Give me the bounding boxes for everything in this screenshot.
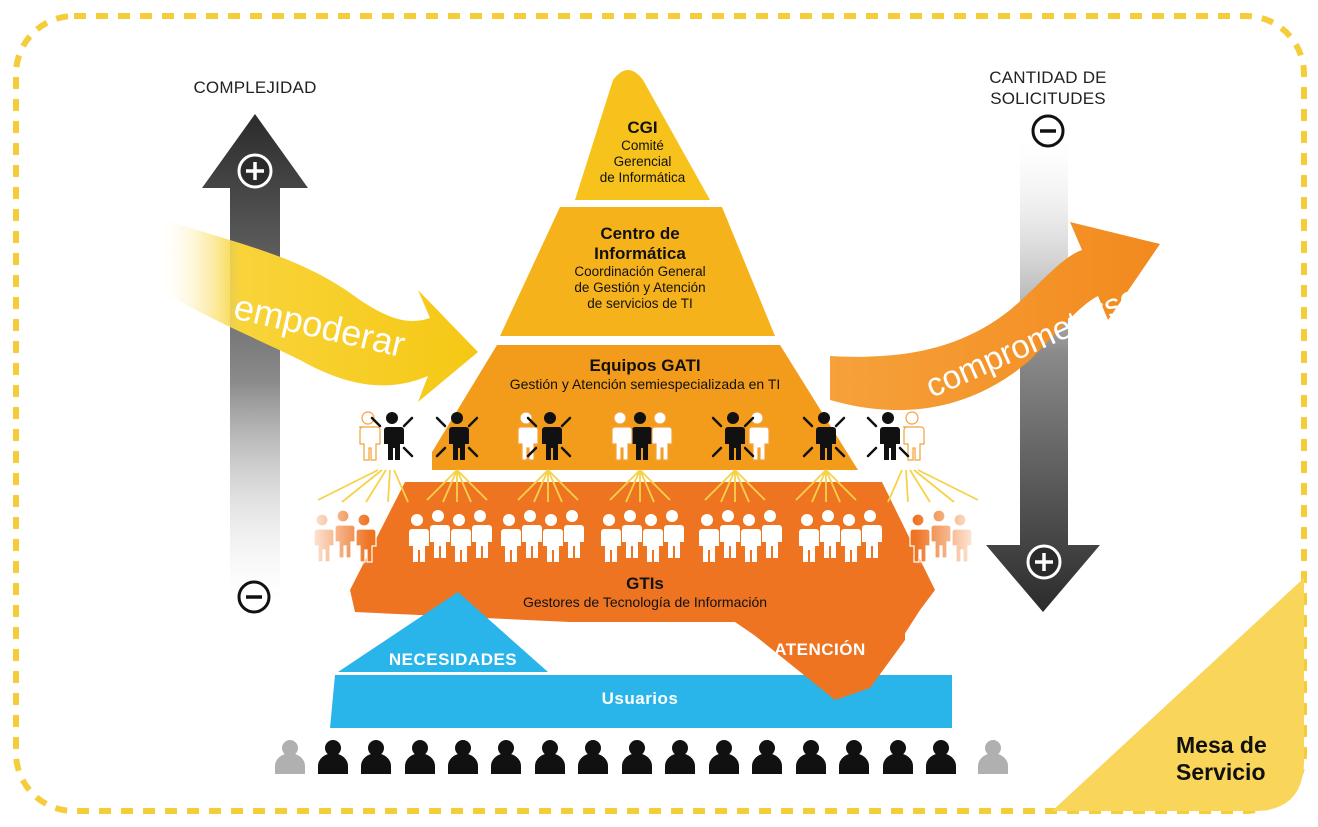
requests-title-line1: CANTIDAD DE <box>989 68 1107 87</box>
centro-line1: Coordinación General <box>574 264 706 279</box>
fan-lines <box>317 469 979 503</box>
minus-icon <box>1031 114 1065 148</box>
cgi-title: CGI <box>627 118 658 137</box>
centro-label: Centro de Informática Coordinación Gener… <box>530 224 750 312</box>
requests-title: CANTIDAD DE SOLICITUDES <box>970 67 1126 109</box>
centro-line3: de servicios de TI <box>587 296 693 311</box>
plus-icon <box>1026 544 1062 580</box>
requests-axis-arrow <box>986 140 1100 612</box>
gati-title: Equipos GATI <box>589 356 701 375</box>
gtis-subtitle: Gestores de Tecnología de Información <box>522 594 768 610</box>
cgi-line3: de Informática <box>599 170 686 185</box>
centro-line2: de Gestión y Atención <box>574 280 706 295</box>
plus-icon <box>237 153 273 189</box>
minus-icon <box>237 580 271 614</box>
fade-left <box>300 505 370 565</box>
brand-corner <box>1052 578 1304 811</box>
gtis-label: GTIs Gestores de Tecnología de Informaci… <box>470 574 820 610</box>
tier-cgi <box>575 70 710 200</box>
needs-label: NECESIDADES <box>388 650 518 669</box>
brand-line2: Servicio <box>1176 759 1266 785</box>
gati-spark-lines <box>370 416 910 458</box>
commit-arrow <box>830 222 1160 411</box>
complexity-title: COMPLEJIDAD <box>193 78 317 97</box>
centro-title-line1: Centro de <box>600 224 680 243</box>
attention-arrow <box>738 620 905 700</box>
needs-triangle <box>338 592 548 672</box>
empower-arrow <box>160 218 478 402</box>
brand-line1: Mesa de <box>1176 732 1267 758</box>
gati-label: Equipos GATI Gestión y Atención semiespe… <box>460 356 830 392</box>
users-band <box>330 675 952 728</box>
brand-label: Mesa de Servicio <box>1176 732 1296 786</box>
gati-subtitle: Gestión y Atención semiespecializada en … <box>509 376 781 392</box>
cgi-line2: Gerencial <box>613 154 672 169</box>
attention-label: ATENCIÓN <box>774 640 866 659</box>
users-label: Usuarios <box>601 689 679 708</box>
users-row <box>318 740 956 774</box>
centro-title-line2: Informática <box>594 244 686 263</box>
cgi-line1: Comité <box>621 138 664 153</box>
requests-title-line2: SOLICITUDES <box>990 89 1106 108</box>
fade-right <box>915 505 985 565</box>
gtis-title: GTIs <box>626 574 664 593</box>
dashed-border <box>13 13 1307 814</box>
tier-centro <box>500 207 775 336</box>
complexity-axis-arrow <box>202 114 308 600</box>
cgi-label: CGI Comité Gerencial de Informática <box>570 118 715 186</box>
